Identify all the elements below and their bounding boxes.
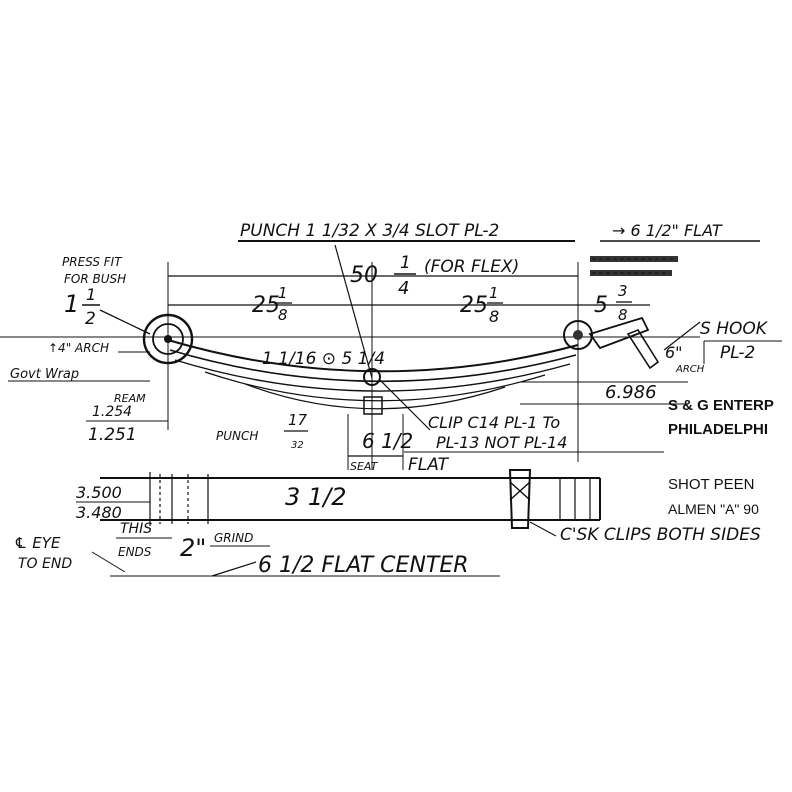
shot-peen-note: SHOT PEEN [668, 476, 754, 493]
s-hook-label: S HOOK [700, 319, 769, 339]
flat-center-leader [211, 561, 257, 577]
eye-size-whole: 1 [64, 290, 79, 318]
eye-to-end-label-1: ℄ EYE [14, 534, 61, 552]
ream-label: REAM [114, 392, 146, 405]
punch-slot-note: PUNCH 1 1/32 X 3/4 SLOT PL-2 [240, 221, 499, 241]
right-eye [563, 320, 593, 350]
ream-dim-1: 1.254 [92, 404, 132, 420]
center-bolt [363, 368, 383, 415]
clip-note-2: PL-13 NOT PL-14 [436, 433, 567, 452]
clip-leader [379, 379, 431, 431]
company-city: PHILADELPHI [668, 421, 768, 438]
eye-size-den: 2 [85, 309, 96, 329]
left-half-den: 8 [278, 306, 288, 324]
punch-leader [334, 244, 373, 379]
hook-dim-whole: 5 [594, 293, 608, 318]
width-dim-2: 3.480 [76, 503, 122, 522]
csk-clip [508, 469, 532, 529]
this-label: THIS [120, 521, 152, 537]
punch-label: PUNCH [216, 429, 258, 443]
for-bush-label: FOR BUSH [64, 272, 126, 286]
width-dim-1: 3.500 [76, 483, 122, 502]
plan-view-leaf [100, 472, 601, 526]
ream-dim-2: 1.251 [88, 425, 137, 445]
company-name: S & G ENTERP [668, 397, 774, 414]
punch-den: 32 [291, 440, 304, 451]
center-width: 3 1/2 [285, 483, 347, 511]
hatch-marks [590, 256, 678, 276]
arch6-value: 6" [665, 343, 683, 362]
hook-dim-num: 3 [618, 282, 628, 300]
flat-label: FLAT [408, 455, 450, 475]
grind-value: 2" [180, 534, 206, 562]
right-half-whole: 25 [460, 293, 488, 318]
right-half-num: 1 [489, 284, 499, 302]
left-half-whole: 25 [252, 293, 280, 318]
shook-leader [663, 321, 701, 351]
right-half-den: 8 [489, 307, 499, 326]
flat-note: → 6 1/2" FLAT [612, 221, 723, 240]
overall-length-den: 4 [398, 278, 409, 299]
flat-center-note: 6 1/2 FLAT CENTER [258, 553, 469, 578]
hole-note: 1 1/16 ⊙ 5 1/4 [262, 349, 385, 369]
seat-label: SEAT [350, 460, 379, 473]
govt-wrap-label: Govt Wrap [10, 367, 79, 382]
almen-note: ALMEN "A" 90 [668, 501, 759, 517]
left-eye-bushing [142, 313, 194, 365]
grind-label: GRIND [214, 531, 253, 545]
clip-note-1: CLIP C14 PL-1 To [428, 413, 560, 432]
punch-num: 17 [288, 411, 308, 429]
left-half-num: 1 [278, 284, 288, 302]
overall-length-num: 1 [400, 253, 411, 273]
ends-label: ENDS [118, 545, 152, 559]
csk-leader [529, 521, 557, 537]
seat-value: 6 1/2 [362, 429, 413, 453]
spring-leaves [167, 339, 579, 410]
eye-leader [99, 309, 151, 335]
pl2-label: PL-2 [720, 343, 755, 363]
overall-length-whole: 50 [350, 263, 378, 288]
arch-label: ↑4" ARCH [48, 341, 109, 355]
press-fit-label: PRESS FIT [62, 255, 123, 269]
eye-to-end-label-2: TO END [18, 556, 72, 572]
s-hook [588, 316, 660, 370]
hook-dim-den: 8 [618, 306, 628, 324]
eye-size-num: 1 [86, 285, 96, 304]
height-dim: 6.986 [605, 382, 657, 403]
csk-clips-note: C'SK CLIPS BOTH SIDES [560, 525, 761, 545]
for-flex-note: (FOR FLEX) [424, 257, 519, 277]
arch6-label: ARCH [675, 364, 705, 375]
